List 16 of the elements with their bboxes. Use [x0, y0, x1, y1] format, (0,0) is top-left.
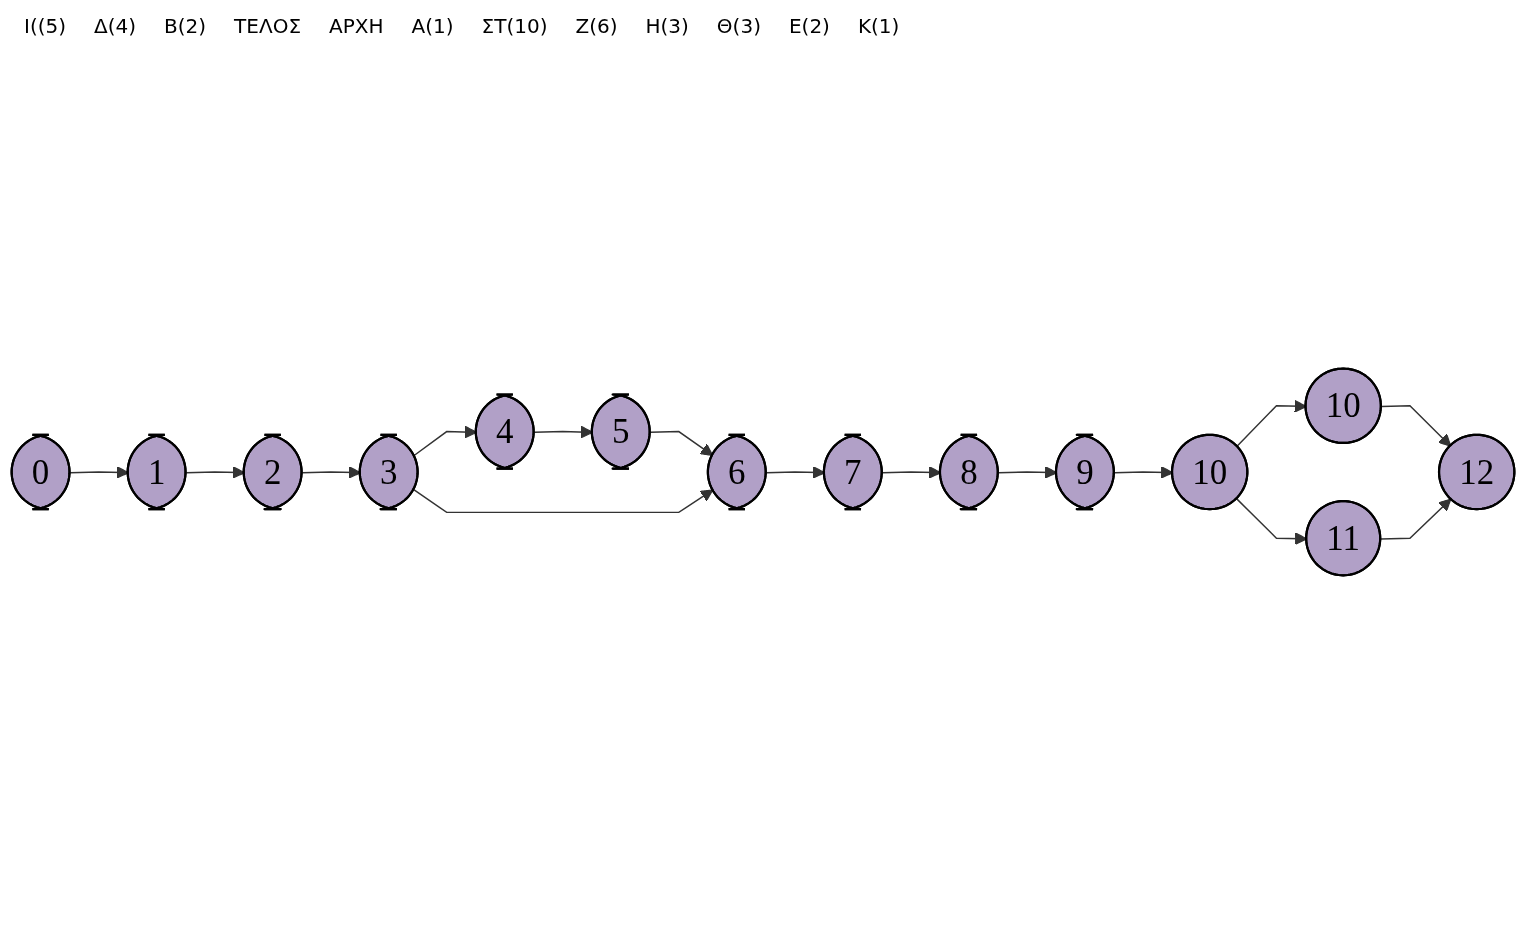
- activity-label: Κ(1): [857, 14, 900, 38]
- activity-label: ΑΡΧΗ: [329, 14, 384, 38]
- arrow: [413, 489, 714, 514]
- activity-label: Ζ(6): [575, 14, 618, 38]
- activity-label: Α(1): [411, 14, 454, 38]
- arrow: [649, 430, 714, 457]
- activity-label: Θ(3): [716, 14, 761, 38]
- activity-label: ΤΕΛΟΣ: [234, 14, 302, 38]
- activity-label: Ε(2): [788, 14, 830, 38]
- activity-label: Δ(4): [94, 14, 137, 38]
- arrow: [1380, 498, 1452, 540]
- activity-label: Β(2): [164, 14, 207, 38]
- activity-label: Η(3): [645, 14, 689, 38]
- activity-label: ΣΤ(10): [481, 14, 548, 38]
- activity-label: Ι((5): [24, 14, 67, 38]
- arrow: [1380, 405, 1452, 447]
